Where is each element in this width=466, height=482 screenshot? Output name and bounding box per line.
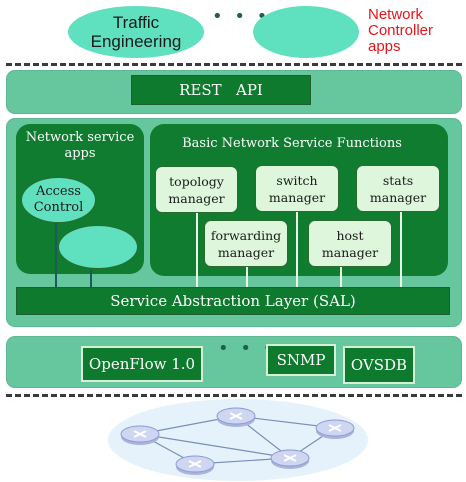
stats-connector: [400, 212, 402, 290]
basic-functions-title: Basic Network Service Functions: [182, 136, 402, 151]
service-abstraction-layer: Service Abstraction Layer (SAL): [16, 287, 450, 315]
unnamed-service-app: [58, 225, 138, 269]
openflow-box: OpenFlow 1.0: [81, 346, 203, 382]
apps-ellipsis: • • •: [212, 6, 271, 27]
rest-api-box: REST API: [131, 75, 311, 105]
access-control-app: Access Control: [21, 177, 96, 223]
stats-manager-box: stats manager: [356, 165, 440, 212]
network-topology: [108, 399, 368, 481]
bottom-separator: [6, 394, 462, 397]
switch-node-3: [315, 419, 355, 439]
top-separator: [6, 63, 462, 66]
ovsdb-box: OVSDB: [343, 346, 415, 384]
network-controller-apps-label: Network Controller apps: [368, 6, 434, 55]
app-connector-right: [90, 250, 92, 288]
forwarding-manager-box: forwarding manager: [204, 220, 288, 267]
traffic-engineering-app: Traffic Engineering: [68, 6, 204, 58]
app-connector-left: [55, 208, 57, 288]
snmp-box: SNMP: [266, 344, 336, 376]
network-service-apps-title: Network service apps: [25, 130, 135, 161]
topology-connector: [196, 212, 198, 290]
unnamed-app-ellipse: [253, 6, 359, 58]
switch-node-2: [216, 407, 256, 427]
switch-node-5: [270, 449, 310, 469]
switch-connector: [296, 212, 298, 290]
topology-manager-box: topology manager: [155, 166, 238, 213]
host-connector: [340, 266, 342, 290]
switch-node-1: [120, 425, 160, 445]
switch-node-4: [175, 455, 215, 475]
host-manager-box: host manager: [308, 220, 392, 267]
switch-manager-box: switch manager: [255, 165, 339, 212]
forwarding-connector: [246, 266, 248, 290]
southbound-ellipsis: • • •: [218, 338, 277, 359]
